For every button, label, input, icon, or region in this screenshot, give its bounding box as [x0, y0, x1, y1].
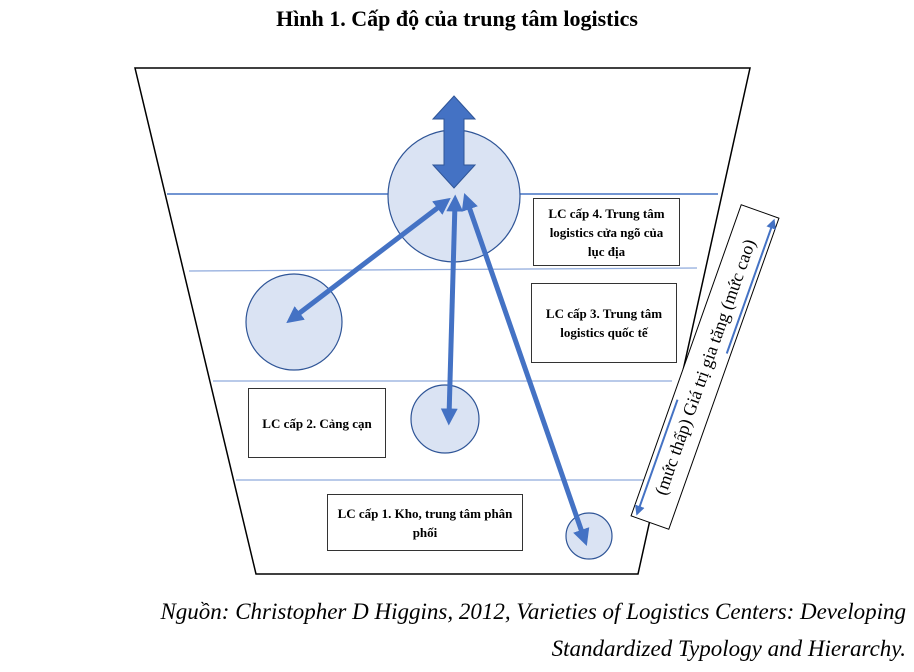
value-up-arrow	[725, 218, 776, 354]
arrow-to-international	[286, 197, 451, 324]
source-line-1: Nguồn: Christopher D Higgins, 2012, Vari…	[160, 599, 906, 624]
warehouse-circle	[565, 512, 613, 560]
figure-title: Hình 1. Cấp độ của trung tâm logistics	[276, 6, 638, 31]
arrow-to-warehouse	[461, 192, 590, 547]
level-2-label-box: LC cấp 2. Cảng cạn	[248, 388, 386, 458]
value-down-arrow	[635, 399, 679, 516]
level-1-label-box: LC cấp 1. Kho, trung tâm phân phối	[327, 494, 523, 551]
level-4-label: LC cấp 4. Trung tâm logistics cửa ngõ củ…	[548, 205, 665, 259]
level-line-3	[188, 267, 698, 272]
level-2-label: LC cấp 2. Cảng cạn	[262, 415, 372, 431]
level-3-label: LC cấp 3. Trung tâm logistics quốc tế	[545, 306, 663, 340]
international-center-circle	[245, 273, 343, 371]
level-3-label-box: LC cấp 3. Trung tâm logistics quốc tế	[531, 283, 677, 363]
funnel-shape	[134, 67, 751, 575]
arrow-to-dry-port	[440, 194, 464, 426]
value-added-scale-label: (mức thấp) Giá trị gia tăng (mức cao)	[651, 236, 761, 497]
level-4-label-box: LC cấp 4. Trung tâm logistics cửa ngõ củ…	[533, 198, 680, 266]
source-line-2: Standardized Typology and Hierarchy.	[551, 636, 906, 661]
dry-port-circle	[410, 384, 480, 454]
vertical-double-arrow-icon	[431, 95, 477, 189]
level-1-label: LC cấp 1. Kho, trung tâm phân phối	[337, 505, 513, 540]
